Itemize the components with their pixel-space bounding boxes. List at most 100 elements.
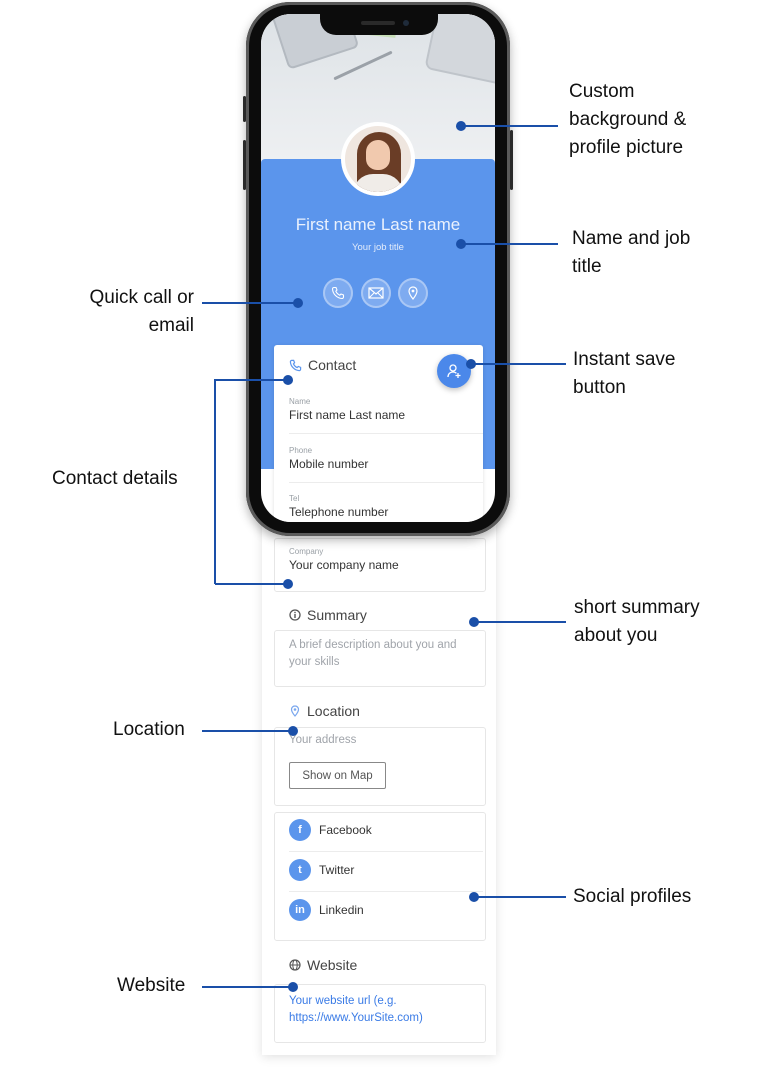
tel-field: Tel Telephone number <box>289 494 388 519</box>
annotation-background: Custom background & profile picture <box>569 78 686 162</box>
annotation-summary-line2: about you <box>574 625 658 646</box>
phone-side-button <box>510 130 513 190</box>
annotation-dot <box>456 239 466 249</box>
avatar <box>341 122 415 196</box>
annotation-line <box>463 125 558 127</box>
phone-field: Phone Mobile number <box>289 446 368 471</box>
annotation-contact: Contact details <box>52 468 178 489</box>
website-title: Website <box>289 957 357 973</box>
directions-button[interactable] <box>398 278 428 308</box>
annotation-dot <box>469 892 479 902</box>
annotation-line <box>473 363 566 365</box>
company-label: Company <box>289 547 324 556</box>
annotation-dot <box>469 617 479 627</box>
website-link-2[interactable]: https://www.YourSite.com) <box>289 1012 423 1024</box>
annotation-line <box>202 730 292 732</box>
map-pin-icon <box>290 705 300 717</box>
map-pin-icon <box>408 286 418 300</box>
phone-value: Mobile number <box>289 457 369 471</box>
social-label-twitter: Twitter <box>319 863 355 877</box>
name-label: Name <box>289 397 311 406</box>
phone-notch <box>320 14 438 35</box>
annotation-background-line3: profile picture <box>569 137 684 158</box>
annotation-website: Website <box>117 975 186 996</box>
email-button[interactable] <box>361 278 391 308</box>
location-title: Location <box>289 703 360 719</box>
cover-pen <box>333 50 393 81</box>
phone-camera <box>403 20 409 26</box>
contact-title-text: Contact <box>308 357 357 373</box>
annotation-quick: Quick call or email <box>77 284 194 340</box>
annotation-location: Location <box>113 719 185 740</box>
annotation-line <box>476 621 566 623</box>
phone-side-button <box>243 140 246 190</box>
summary-text-2: your skills <box>289 656 340 668</box>
social-label-facebook: Facebook <box>319 823 372 837</box>
annotation-save: Instant save button <box>573 346 675 402</box>
name-value: First name Last name <box>289 408 406 422</box>
social-divider <box>289 891 483 892</box>
website-title-text: Website <box>307 957 358 973</box>
social-card <box>274 812 486 941</box>
name-field: Name First name Last name <box>289 397 405 422</box>
annotation-dot <box>456 121 466 131</box>
call-button[interactable] <box>323 278 353 308</box>
company-value: Your company name <box>289 558 399 572</box>
annotation-line <box>476 896 566 898</box>
tel-label: Tel <box>289 494 300 503</box>
annotation-line <box>215 583 285 585</box>
annotation-quick-line1: Quick call or <box>89 287 194 308</box>
facebook-icon: f <box>289 819 311 841</box>
address-text: Your address <box>289 734 357 746</box>
social-divider <box>289 851 483 852</box>
mail-icon <box>368 287 384 299</box>
phone-icon <box>289 359 302 371</box>
phone-icon <box>331 286 345 300</box>
annotation-background-line1: Custom <box>569 81 635 102</box>
website-link-1[interactable]: Your website url (e.g. <box>289 995 397 1007</box>
summary-text-1: A brief description about you and <box>289 639 457 651</box>
phone-screen: First name Last name Your job title Cont… <box>261 14 495 522</box>
social-item-facebook[interactable]: f Facebook <box>289 819 372 841</box>
avatar-body <box>353 174 403 192</box>
annotation-dot <box>466 359 476 369</box>
profile-job-title: Your job title <box>352 242 404 253</box>
summary-title-text: Summary <box>307 607 367 623</box>
social-item-twitter[interactable]: t Twitter <box>289 859 354 881</box>
field-divider <box>289 433 483 434</box>
add-user-icon <box>447 364 461 378</box>
annotation-name-line1: Name and job <box>572 228 691 249</box>
annotation-dot <box>288 726 298 736</box>
tel-value: Telephone number <box>289 505 389 519</box>
field-divider <box>289 482 483 483</box>
twitter-icon: t <box>289 859 311 881</box>
save-contact-button[interactable] <box>437 354 471 388</box>
annotation-dot <box>293 298 303 308</box>
phone-label: Phone <box>289 446 313 455</box>
contact-card: Contact Name First name Last name Phone … <box>274 345 483 522</box>
social-item-linkedin[interactable]: in Linkedin <box>289 899 364 921</box>
social-label-linkedin: Linkedin <box>319 903 364 917</box>
show-on-map-button[interactable]: Show on Map <box>289 762 386 789</box>
location-title-text: Location <box>307 703 360 719</box>
annotation-summary-line1: short summary <box>574 597 700 618</box>
annotation-summary: short summary about you <box>574 594 700 650</box>
annotation-save-line2: button <box>573 377 626 398</box>
summary-title: Summary <box>289 607 367 623</box>
avatar-face <box>366 140 390 170</box>
annotation-name: Name and job title <box>572 225 690 281</box>
phone-speaker <box>361 21 395 25</box>
profile-picture <box>345 126 411 192</box>
annotation-line <box>463 243 558 245</box>
globe-icon <box>289 959 301 971</box>
annotation-dot <box>283 579 293 589</box>
summary-card: A brief description about you and your s… <box>274 630 486 687</box>
annotation-line <box>215 379 285 381</box>
company-field-card: Company Your company name <box>274 538 486 592</box>
annotation-line <box>202 302 297 304</box>
annotation-quick-line2: email <box>148 315 194 336</box>
annotation-save-line1: Instant save <box>573 349 676 370</box>
annotation-dot <box>288 982 298 992</box>
profile-name: First name Last name <box>295 215 461 234</box>
info-icon <box>289 609 301 621</box>
